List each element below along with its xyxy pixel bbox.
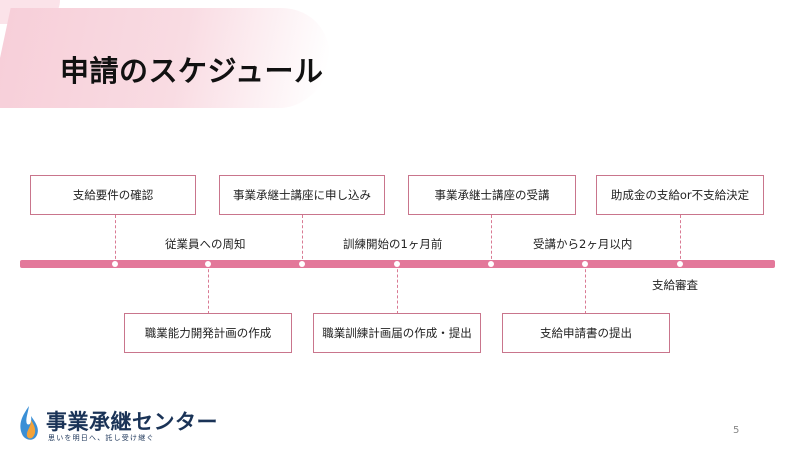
timeline-dot xyxy=(205,261,211,267)
connector-line xyxy=(397,264,398,314)
page-number: 5 xyxy=(733,425,740,436)
connector-line xyxy=(680,215,681,264)
flame-logo-icon xyxy=(20,406,38,440)
connector-line xyxy=(208,264,209,314)
step-box-bottom: 職業訓練計画届の作成・提出 xyxy=(313,313,481,353)
timeline-dot xyxy=(677,261,683,267)
timeline-label: 支給審査 xyxy=(652,278,698,292)
step-box-top: 支給要件の確認 xyxy=(30,175,196,215)
timeline-label: 受講から2ヶ月以内 xyxy=(533,237,633,251)
timeline-dot xyxy=(488,261,494,267)
step-box-top: 事業承継士講座の受講 xyxy=(408,175,576,215)
timeline-dot xyxy=(394,261,400,267)
company-tagline: 思いを明日へ、託し受け継ぐ xyxy=(48,434,155,442)
step-box-bottom: 支給申請書の提出 xyxy=(502,313,670,353)
timeline-dot xyxy=(299,261,305,267)
connector-line xyxy=(491,215,492,264)
connector-line xyxy=(585,264,586,314)
connector-line xyxy=(302,215,303,264)
step-box-top: 助成金の支給or不支給決定 xyxy=(596,175,764,215)
step-box-bottom: 職業能力開発計画の作成 xyxy=(124,313,292,353)
connector-line xyxy=(115,215,116,264)
step-box-top: 事業承継士講座に申し込み xyxy=(219,175,385,215)
timeline-dot xyxy=(112,261,118,267)
timeline-dot xyxy=(582,261,588,267)
timeline-label: 訓練開始の1ヶ月前 xyxy=(343,237,443,251)
company-logo-name: 事業承継センター xyxy=(46,410,218,434)
timeline-label: 従業員への周知 xyxy=(165,237,246,251)
page-title: 申請のスケジュール xyxy=(60,54,324,88)
